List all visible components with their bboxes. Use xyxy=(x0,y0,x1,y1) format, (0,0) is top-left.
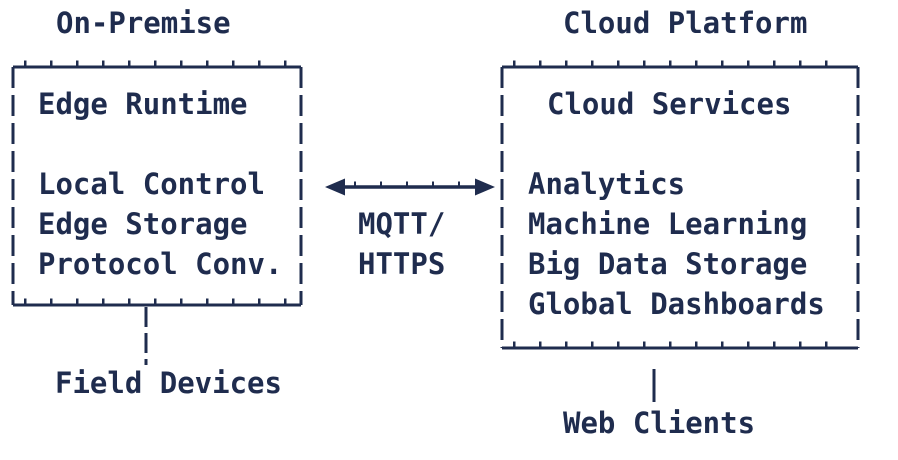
on-premise-item: Local Control xyxy=(38,167,265,201)
arrowhead-left-icon xyxy=(325,178,345,196)
on-premise-heading: Edge Runtime xyxy=(38,87,248,121)
cloud-platform-box xyxy=(500,60,860,350)
arrowhead-right-icon xyxy=(475,178,495,196)
protocol-label-mqtt: MQTT/ xyxy=(358,207,446,241)
cloud-platform-item: Global Dashboards xyxy=(528,287,825,321)
on-premise-box xyxy=(11,60,303,307)
cloud-platform-heading: Cloud Services xyxy=(547,87,792,121)
field-devices-label: Field Devices xyxy=(55,366,282,400)
on-premise-title: On-Premise xyxy=(56,6,231,40)
cloud-platform-item: Machine Learning xyxy=(528,207,808,241)
protocol-label-https: HTTPS xyxy=(358,247,446,281)
cloud-platform-title: Cloud Platform xyxy=(563,6,808,40)
on-premise-item: Edge Storage xyxy=(38,207,248,241)
web-clients-label: Web Clients xyxy=(563,406,756,440)
cloud-platform-item: Analytics xyxy=(528,167,686,201)
on-premise-item: Protocol Conv. xyxy=(38,247,283,281)
cloud-platform-item: Big Data Storage xyxy=(528,247,808,281)
sync-arrow xyxy=(325,178,495,196)
